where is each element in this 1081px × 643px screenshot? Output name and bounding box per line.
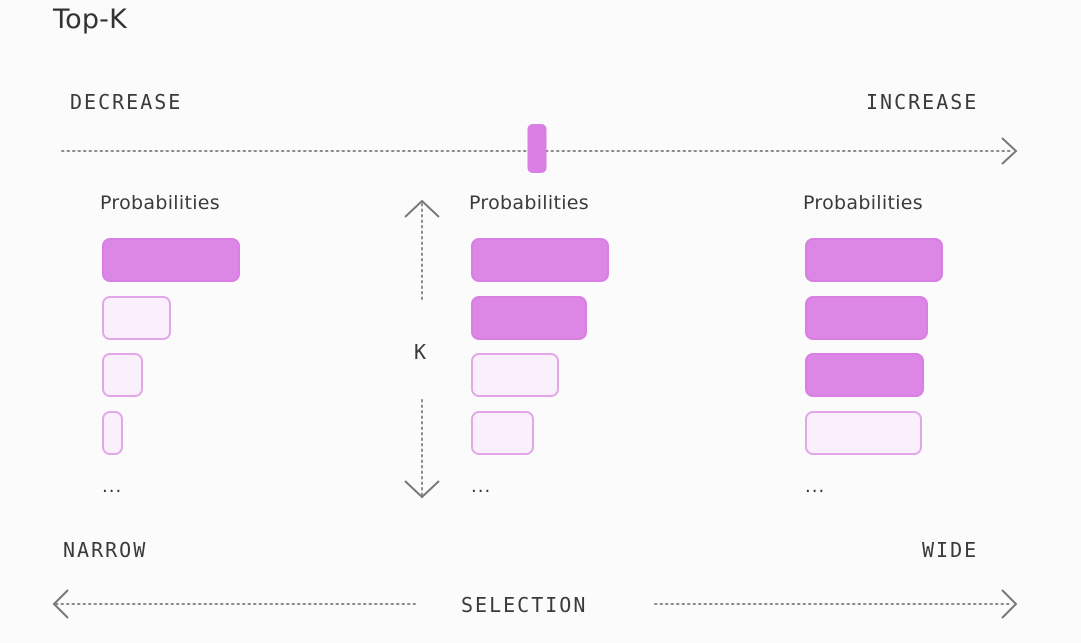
probabilities-panel-medium: Probabilities... <box>469 192 689 512</box>
narrow-label: NARROW <box>63 538 148 562</box>
probabilities-panel-narrow: Probabilities... <box>100 192 320 512</box>
probability-bar-selected <box>471 238 609 282</box>
slider-arrow-right-icon <box>1001 137 1018 165</box>
probability-bar-unselected <box>471 353 559 397</box>
k-arrow-down-icon <box>404 480 440 499</box>
page-title: Top-K <box>53 4 128 35</box>
probabilities-label: Probabilities <box>469 192 589 214</box>
selection-arrow-right-icon <box>1001 589 1018 619</box>
probability-bar-unselected <box>471 410 534 455</box>
probability-bar-unselected <box>102 295 171 340</box>
k-arrow-up-icon <box>404 199 440 218</box>
k-axis-label: K <box>414 340 427 364</box>
wide-label: WIDE <box>922 538 979 562</box>
selection-label: SELECTION <box>461 593 588 617</box>
probability-bar-selected <box>471 295 587 340</box>
probabilities-panel-wide: Probabilities... <box>803 192 1023 512</box>
more-ellipsis: ... <box>805 476 826 497</box>
probability-bar-selected <box>102 238 240 282</box>
slider-increase-label: INCREASE <box>866 90 979 114</box>
probabilities-label: Probabilities <box>100 192 220 214</box>
more-ellipsis: ... <box>471 476 492 497</box>
probability-bar-selected <box>805 238 943 282</box>
selection-arrow-left-icon <box>52 589 69 619</box>
probability-bar-unselected <box>805 410 922 455</box>
probability-bar-selected <box>805 295 928 340</box>
probabilities-label: Probabilities <box>803 192 923 214</box>
more-ellipsis: ... <box>102 476 123 497</box>
slider-decrease-label: DECREASE <box>70 90 183 114</box>
probability-bar-selected <box>805 353 924 397</box>
slider-thumb <box>527 124 547 173</box>
probability-bar-unselected <box>102 410 123 455</box>
probability-bar-unselected <box>102 353 143 397</box>
